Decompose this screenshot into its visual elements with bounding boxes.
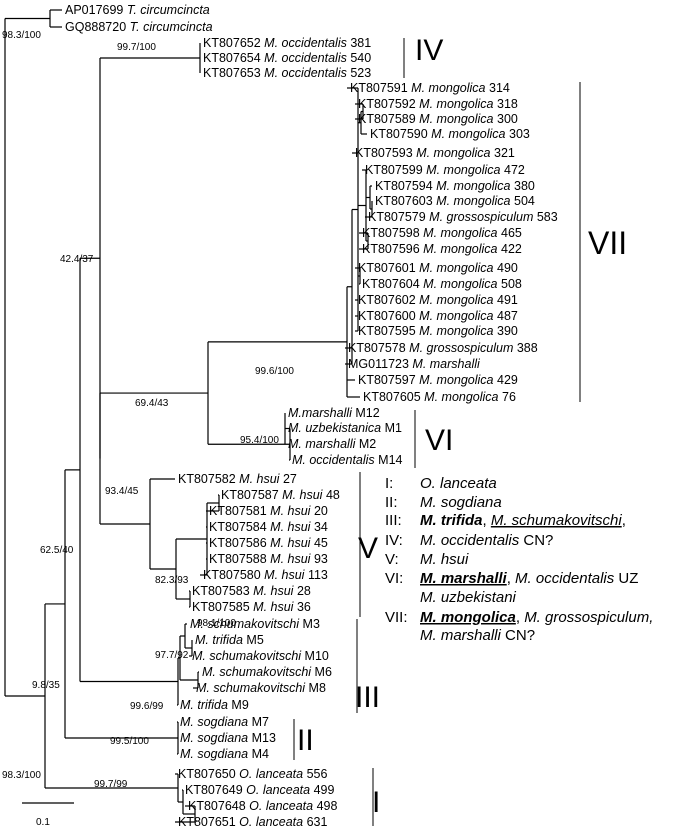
leaf-label: KT807603 M. mongolica 504 (375, 194, 535, 208)
tree-branches (4, 9, 373, 823)
support-value: 62.5/40 (40, 545, 74, 556)
leaf-label: M. sogdiana M7 (180, 715, 269, 729)
support-value: 69.4/43 (135, 398, 169, 409)
support-value: 93.4/45 (105, 486, 139, 497)
leaf-label: KT807592 M. mongolica 318 (358, 97, 518, 111)
leaf-label: KT807586 M. hsui 45 (209, 536, 328, 550)
support-value: 98.3/100 (2, 770, 41, 781)
scale-bar-label: 0.1 (36, 817, 50, 828)
leaf-label: KT807604 M. mongolica 508 (362, 277, 522, 291)
leaf-label: M. schumakovitschi M8 (196, 681, 326, 695)
leaf-label: KT807594 M. mongolica 380 (375, 179, 535, 193)
support-values: 98.3/100 99.7/100 42.4/37 99.6/100 69.4/43 95… (2, 30, 294, 790)
legend-numeral: III: (385, 512, 402, 529)
leaf-label: KT807654 M. occidentalis 540 (203, 51, 371, 65)
leaf-label: KT807580 M. hsui 113 (203, 568, 328, 582)
clade-numeral: V (358, 532, 378, 565)
leaf-label: KT807589 M. mongolica 300 (358, 112, 518, 126)
clade-bars (293, 38, 581, 826)
support-value: 9.8/35 (32, 680, 60, 691)
support-value: 98.3/100 (2, 30, 41, 41)
leaf-label: M. occidentalis M14 (292, 453, 403, 467)
leaf-label: AP017699 T. circumcincta (65, 3, 210, 17)
scale-bar: 0.1 (22, 802, 74, 828)
support-value: 97.7/92 (155, 650, 189, 661)
leaf-label: KT807582 M. hsui 27 (178, 472, 297, 486)
leaf-label: KT807600 M. mongolica 487 (358, 309, 518, 323)
legend-numeral: II: (385, 494, 398, 511)
leaf-label: M. schumakovitschi M6 (202, 665, 332, 679)
support-value: 99.5/100 (110, 736, 149, 747)
support-value: 99.7/99 (94, 779, 128, 790)
legend-entry: M. mongolica, M. grossospiculum, (420, 609, 653, 626)
leaf-label: KT807591 M. mongolica 314 (350, 81, 510, 95)
support-value: 99.6/99 (130, 701, 164, 712)
leaf-label: M. marshalli M2 (288, 437, 376, 451)
leaf-label: KT807596 M. mongolica 422 (362, 242, 522, 256)
legend-numeral: IV: (385, 532, 403, 549)
leaf-label: M. schumakovitschi M10 (192, 649, 329, 663)
leaf-label: M. trifida M5 (195, 633, 264, 647)
legend-entry: M. hsui (420, 551, 469, 568)
leaf-label: KT807652 M. occidentalis 381 (203, 36, 371, 50)
clade-numeral: IV (415, 34, 443, 67)
leaf-label: M.marshalli M12 (288, 406, 380, 420)
clade-numeral: III (355, 681, 380, 714)
leaf-label: KT807585 M. hsui 36 (192, 600, 311, 614)
leaf-label: GQ888720 T. circumcincta (65, 20, 213, 34)
leaf-label: KT807588 M. hsui 93 (209, 552, 328, 566)
leaf-label: M. schumakovitschi M3 (190, 617, 320, 631)
support-value: 98.1/100 (197, 618, 236, 629)
legend-entry: M. marshalli CN? (420, 627, 535, 644)
leaf-label: KT807579 M. grossospiculum 583 (368, 210, 558, 224)
legend-numeral: VII: (385, 609, 408, 626)
legend-numeral: VI: (385, 570, 403, 587)
leaf-label: KT807583 M. hsui 28 (192, 584, 311, 598)
leaf-label: KT807581 M. hsui 20 (209, 504, 328, 518)
legend-entry: M. uzbekistani (420, 589, 517, 606)
leaf-label: KT807649 O. lanceata 499 (185, 783, 334, 797)
leaf-label: M. sogdiana M4 (180, 747, 269, 761)
leaf-label: M. uzbekistanica M1 (288, 421, 402, 435)
leaf-label: M. trifida M9 (180, 698, 249, 712)
support-value: 99.6/100 (255, 366, 294, 377)
legend-numeral: I: (385, 475, 393, 492)
support-value: 99.7/100 (117, 42, 156, 53)
leaf-label: KT807590 M. mongolica 303 (370, 127, 530, 141)
legend-entry: M. marshalli, M. occidentalis UZ (420, 570, 638, 587)
legend-entry: M. trifida, M. schumakovitschi, (420, 512, 626, 529)
clade-numeral: II (297, 724, 314, 757)
support-value: 42.4/37 (60, 254, 94, 265)
leaf-label: KT807651 O. lanceata 631 (178, 815, 327, 829)
leaf-label: KT807599 M. mongolica 472 (365, 163, 525, 177)
clade-numeral: VI (425, 424, 453, 457)
clade-numeral: I (372, 786, 380, 819)
legend-numeral: V: (385, 551, 399, 568)
leaf-label: KT807593 M. mongolica 321 (355, 146, 515, 160)
leaf-label: KT807587 M. hsui 48 (221, 488, 340, 502)
leaf-label: KT807597 M. mongolica 429 (358, 373, 518, 387)
leaf-label: MG011723 M. marshalli (348, 357, 481, 371)
leaf-label: KT807602 M. mongolica 491 (358, 293, 518, 307)
leaf-label: KT807648 O. lanceata 498 (188, 799, 337, 813)
leaf-label: KT807584 M. hsui 34 (209, 520, 328, 534)
leaf-label: M. sogdiana M13 (180, 731, 276, 745)
leaf-label: KT807650 O. lanceata 556 (178, 767, 327, 781)
leaf-label: KT807598 M. mongolica 465 (362, 226, 522, 240)
support-value: 82.3/93 (155, 575, 189, 586)
leaf-label: KT807578 M. grossospiculum 388 (348, 341, 538, 355)
legend-entry: O. lanceata (420, 475, 497, 492)
leaf-label: KT807653 M. occidentalis 523 (203, 66, 371, 80)
legend-entry: M. occidentalis CN? (420, 532, 553, 549)
clade-numeral: VII (588, 225, 627, 261)
leaf-label: KT807605 M. mongolica 76 (363, 390, 516, 404)
support-value: 95.4/100 (240, 435, 279, 446)
leaf-label: KT807595 M. mongolica 390 (358, 324, 518, 338)
leaf-label: KT807601 M. mongolica 490 (358, 261, 518, 275)
legend-entry: M. sogdiana (420, 494, 502, 511)
